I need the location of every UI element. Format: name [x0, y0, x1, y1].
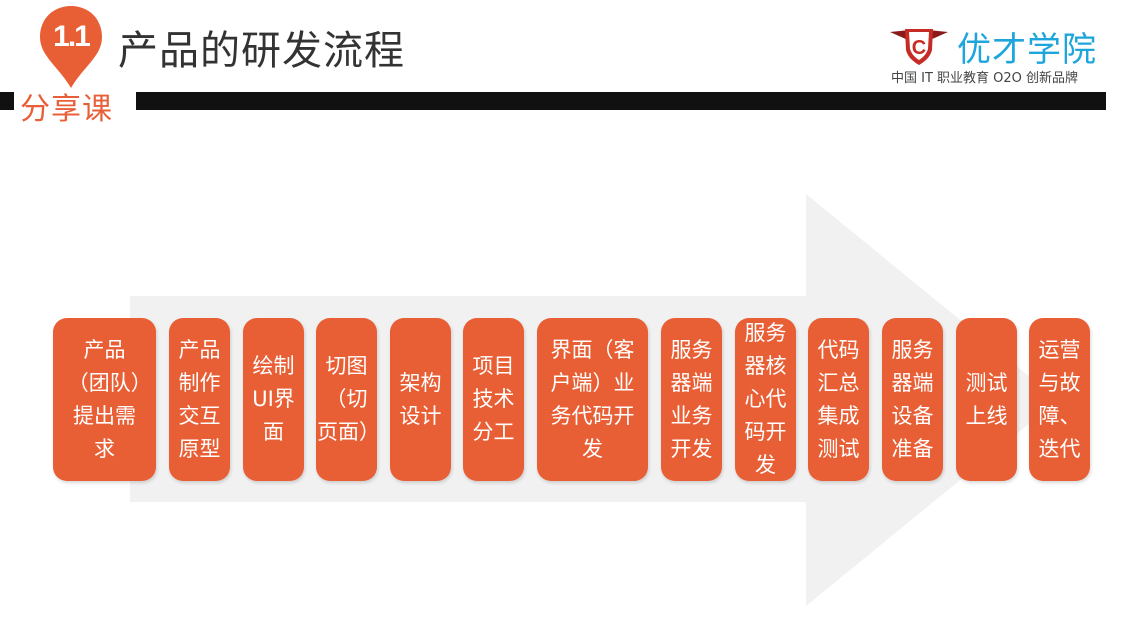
header-divider — [136, 92, 1106, 110]
step-task-division: 项目技术分工 — [463, 318, 524, 481]
step-release: 测试上线 — [956, 318, 1017, 481]
step-label: 产品制作交互原型 — [178, 337, 221, 461]
step-label: 服务器核心代码开发 — [744, 321, 787, 477]
page-title: 产品的研发流程 — [118, 28, 405, 74]
step-operations: 运营与故障、迭代 — [1029, 318, 1090, 481]
step-slicing: 切图（切页面） — [316, 318, 380, 481]
step-prototype: 产品制作交互原型 — [169, 318, 230, 481]
logo-shield-letter: C — [912, 37, 926, 59]
step-label: 代码汇总集成测试 — [817, 337, 860, 461]
logo-name: 优才学院 — [957, 30, 1097, 70]
step-label: 运营与故障、迭代 — [1038, 337, 1081, 461]
header-divider-left — [0, 92, 14, 110]
step-label: 测试上线 — [965, 370, 1008, 428]
step-label: 项目技术分工 — [472, 354, 515, 444]
badge-number: 1.1 — [53, 20, 91, 53]
step-server-preparation: 服务器端设备准备 — [882, 318, 943, 481]
step-architecture: 架构设计 — [390, 318, 451, 481]
section-number-badge: 1.1 — [38, 4, 104, 90]
step-label: 切图（切页面） — [317, 354, 380, 444]
step-label: 产品（团队）提出需求 — [67, 337, 142, 461]
step-label: 界面（客户端）业务代码开发 — [550, 337, 635, 461]
step-requirements: 产品（团队）提出需求 — [53, 318, 156, 481]
step-server-business: 服务器端业务开发 — [661, 318, 722, 481]
step-client-development: 界面（客户端）业务代码开发 — [537, 318, 648, 481]
logo-tagline: 中国 IT 职业教育 O2O 创新品牌 — [891, 71, 1079, 86]
step-label: 绘制UI界面 — [252, 354, 295, 444]
section-label: 分享课 — [20, 92, 113, 127]
logo-shield-icon: C — [888, 26, 950, 66]
step-integration-test: 代码汇总集成测试 — [808, 318, 869, 481]
step-label: 服务器端业务开发 — [670, 337, 713, 461]
step-label: 服务器端设备准备 — [891, 337, 934, 461]
step-server-core: 服务器核心代码开发 — [735, 318, 796, 481]
step-label: 架构设计 — [399, 370, 442, 428]
step-ui-design: 绘制UI界面 — [243, 318, 304, 481]
